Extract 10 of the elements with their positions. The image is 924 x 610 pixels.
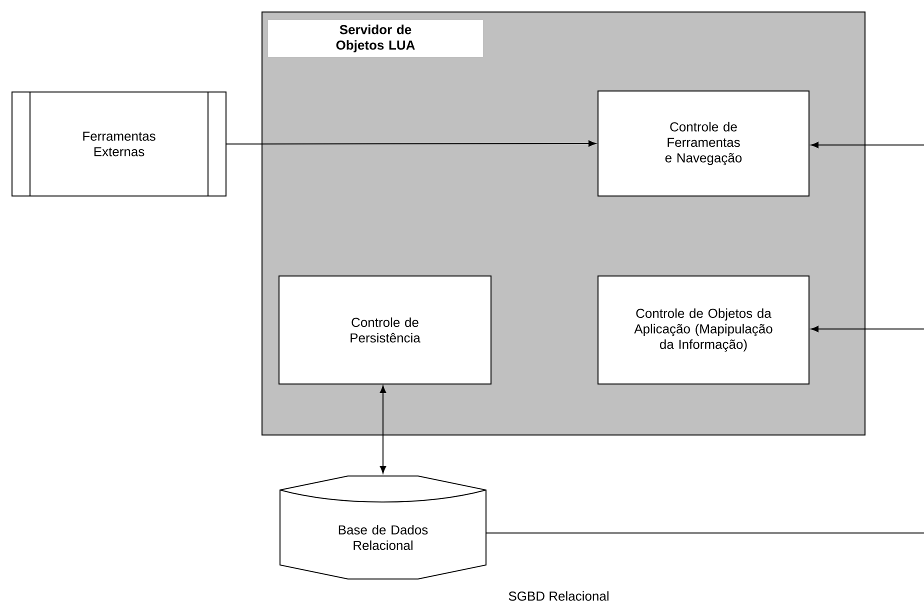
arrow [811,142,924,148]
process-box: Controle de Objetos da Aplicação (Mapipulação da Informação) [598,276,810,384]
external-entity-box: Ferramentas Externas [12,92,226,196]
database-cylinder: Base de Dados Relacional [280,476,486,580]
node-caption: SGBD Relacional [508,591,608,601]
arrow [380,386,386,474]
process-box: Controle de Ferramentas e Navegação [598,90,810,196]
arrow [811,326,924,332]
process-box: Controle de Persistência [278,276,492,384]
arrow [226,140,596,147]
